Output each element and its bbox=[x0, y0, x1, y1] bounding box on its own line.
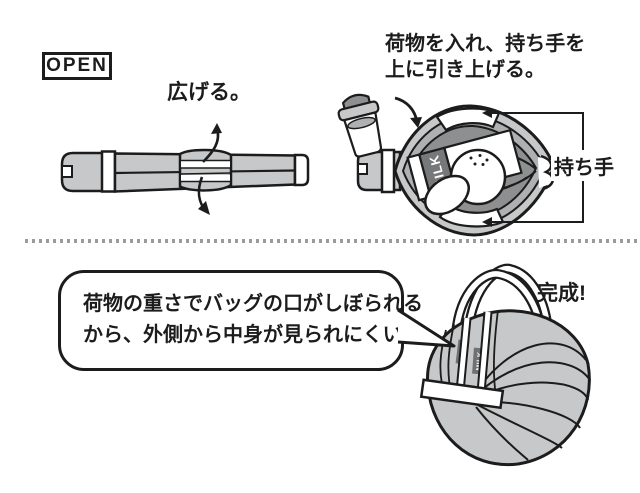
finished-bag-band bbox=[419, 378, 505, 410]
spread-arrow-up-icon bbox=[202, 123, 222, 163]
fill-caption: 荷物を入れ、持ち手を 上に引き上げる。 bbox=[385, 31, 585, 83]
flat-bag-notch bbox=[61, 165, 73, 178]
flat-bag-left-band bbox=[100, 150, 117, 193]
finished-bag-handles bbox=[451, 263, 553, 337]
open-bag-folded-end bbox=[356, 148, 402, 194]
speech-bubble-tail bbox=[397, 308, 456, 348]
fill-caption-line2: 上に引き上げる。 bbox=[385, 59, 545, 81]
cup-icon bbox=[337, 93, 383, 158]
open-bag-top-handle bbox=[435, 107, 501, 132]
open-bag-illustration: MILK bbox=[337, 93, 584, 237]
lemon-fruit bbox=[424, 174, 470, 216]
insert-arrow-icon bbox=[394, 96, 422, 128]
flat-bag-center-roll bbox=[178, 148, 233, 192]
speech-bubble-text: 荷物の重さでバッグの口がしぼられる から、外側から中身が見られにくい! bbox=[83, 289, 423, 351]
flat-bag-left-cap bbox=[60, 151, 107, 193]
flat-bag-illustration bbox=[60, 123, 310, 215]
open-bag-right-curl bbox=[538, 154, 554, 191]
spread-caption: 広げる。 bbox=[167, 81, 251, 104]
spread-arrow-down-icon bbox=[197, 176, 210, 215]
handle-label: 持ち手 bbox=[551, 150, 617, 181]
divider-dotted-line bbox=[25, 239, 637, 243]
flat-bag-right-cap bbox=[293, 153, 310, 187]
finished-bag-illustration: MILK MILK bbox=[419, 263, 591, 467]
fill-caption-line1: 荷物を入れ、持ち手を bbox=[385, 33, 586, 55]
speech-bubble: 荷物の重さでバッグの口がしぼられる から、外側から中身が見られにくい! bbox=[58, 270, 423, 371]
open-step-badge: OPEN bbox=[42, 52, 112, 80]
speech-bubble-line1: 荷物の重さでバッグの口がしぼられる bbox=[83, 293, 423, 315]
complete-label: 完成! bbox=[537, 282, 586, 305]
speech-bubble-line2: から、外側から中身が見られにくい! bbox=[83, 324, 410, 346]
